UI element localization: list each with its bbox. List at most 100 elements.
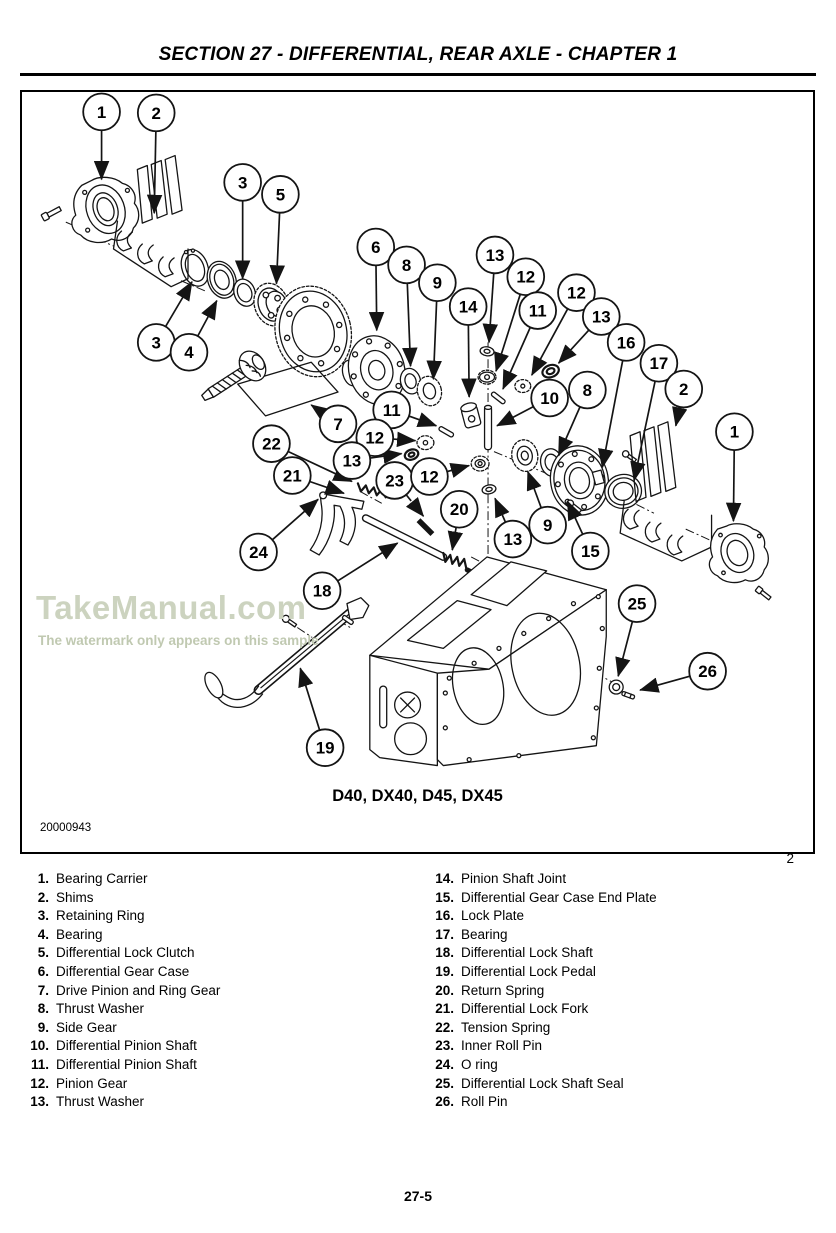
svg-text:2: 2 <box>152 104 161 123</box>
item-number: 4. <box>37 926 49 942</box>
svg-text:13: 13 <box>592 307 611 326</box>
leader-arrow-13 <box>370 448 403 464</box>
callout-8: 8 <box>387 245 426 285</box>
leader-arrow-12 <box>494 294 522 373</box>
item-number: 22. <box>435 1019 454 1035</box>
part-ring-gear <box>274 285 353 378</box>
svg-text:10: 10 <box>540 389 559 408</box>
svg-text:22: 22 <box>262 435 281 454</box>
svg-text:15: 15 <box>581 542 600 561</box>
leader-arrow-15 <box>566 500 584 535</box>
parts-list-item: 16.Lock Plate <box>428 907 823 926</box>
figure-number: 2 <box>786 851 794 866</box>
leader-arrow-9 <box>526 470 543 509</box>
part-bearing-carrier-left <box>71 176 140 244</box>
item-label: Differential Pinion Shaft <box>56 1056 197 1072</box>
parts-list-item: 6.Differential Gear Case <box>23 963 423 982</box>
leader-arrow-8 <box>557 406 581 457</box>
leader-arrow-13 <box>557 329 590 364</box>
part-o-ring <box>319 491 328 500</box>
part-group-plate <box>237 361 339 417</box>
leader-arrow-23 <box>405 494 425 517</box>
svg-text:7: 7 <box>333 415 342 434</box>
callout-13: 13 <box>493 519 533 559</box>
svg-text:5: 5 <box>276 185 285 204</box>
svg-text:19: 19 <box>316 739 335 758</box>
item-number: 10. <box>30 1038 49 1054</box>
leader-arrow-11 <box>408 412 438 427</box>
item-label: Tension Spring <box>461 1019 551 1035</box>
part-lock-shaft-seal <box>608 679 624 695</box>
leader-arrow-16 <box>598 360 624 469</box>
svg-text:11: 11 <box>383 401 401 420</box>
svg-text:2: 2 <box>679 380 688 399</box>
svg-text:3: 3 <box>238 173 247 192</box>
leader-arrow-2 <box>672 406 688 427</box>
callout-14: 14 <box>448 287 488 326</box>
callout-8: 8 <box>568 370 607 410</box>
item-label: Differential Pinion Shaft <box>56 1038 197 1054</box>
parts-list-item: 11.Differential Pinion Shaft <box>23 1056 423 1075</box>
part-retaining-ring-inner <box>233 278 257 307</box>
leader-arrow-12 <box>531 308 569 376</box>
callout-12: 12 <box>557 273 596 312</box>
part-pinion-shaft-joint <box>460 402 482 429</box>
parts-list-item: 24.O ring <box>428 1056 823 1075</box>
svg-text:12: 12 <box>567 284 586 303</box>
svg-text:12: 12 <box>516 268 535 287</box>
item-label: Inner Roll Pin <box>461 1038 543 1054</box>
part-thrust-washer-13-right <box>541 363 560 379</box>
callout-24: 24 <box>239 532 278 572</box>
parts-list-item: 8.Thrust Washer <box>23 1000 423 1019</box>
item-number: 13. <box>30 1094 49 1110</box>
watermark-text: TakeManual.com <box>36 589 307 626</box>
item-label: Differential Lock Pedal <box>461 963 596 979</box>
parts-list-item: 1.Bearing Carrier <box>23 870 423 889</box>
callout-19: 19 <box>305 728 345 767</box>
svg-text:9: 9 <box>543 516 552 535</box>
parts-list-item: 25. Differential Lock Shaft Seal <box>428 1075 823 1094</box>
svg-text:8: 8 <box>402 256 411 275</box>
leader-arrow-24 <box>271 498 319 541</box>
item-label: Shims <box>56 889 94 905</box>
parts-list-item: 22. Tension Spring <box>428 1019 823 1038</box>
item-number: 21. <box>435 1001 454 1017</box>
svg-text:13: 13 <box>486 246 505 265</box>
parts-list-item: 15.Differential Gear Case End Plate <box>428 889 823 908</box>
item-label: Bearing Carrier <box>56 871 148 886</box>
watermark-subtext: The watermark only appears on this sampl… <box>38 633 319 648</box>
part-return-spring <box>442 551 468 569</box>
svg-text:17: 17 <box>650 354 669 373</box>
callout-11: 11 <box>518 291 557 330</box>
parts-list-item: 5.Differential Lock Clutch <box>23 944 423 963</box>
part-thrust-washer-13-bottom <box>481 484 497 495</box>
parts-list-item: 26.Roll Pin <box>428 1093 823 1112</box>
callout-20: 20 <box>439 489 479 529</box>
svg-text:1: 1 <box>97 103 106 122</box>
svg-text:1: 1 <box>730 423 739 442</box>
item-label: Drive Pinion and Ring Gear <box>56 982 221 998</box>
item-label: Bearing <box>461 926 508 942</box>
page-number: 27-5 <box>403 1188 433 1204</box>
leader-arrow-11 <box>502 327 532 390</box>
callout-1: 1 <box>715 412 754 452</box>
item-number: 25. <box>435 1075 454 1091</box>
svg-text:6: 6 <box>371 238 380 257</box>
parts-list-item: 20.Return Spring <box>428 982 823 1001</box>
svg-text:18: 18 <box>313 582 332 601</box>
callout-18: 18 <box>302 571 342 610</box>
leader-arrow-1 <box>725 450 742 523</box>
svg-text:23: 23 <box>385 471 404 490</box>
svg-text:8: 8 <box>583 381 592 400</box>
leader-arrow-14 <box>461 324 477 398</box>
leader-arrow-26 <box>639 675 691 693</box>
callout-12: 12 <box>355 418 395 457</box>
item-label: Pinion Shaft Joint <box>461 871 567 886</box>
item-label: Differential Lock Shaft Seal <box>461 1075 624 1091</box>
item-number: 16. <box>435 908 454 924</box>
leader-arrow-17 <box>630 381 656 482</box>
leader-arrow-4 <box>196 299 218 337</box>
part-drive-pinion <box>201 350 267 402</box>
